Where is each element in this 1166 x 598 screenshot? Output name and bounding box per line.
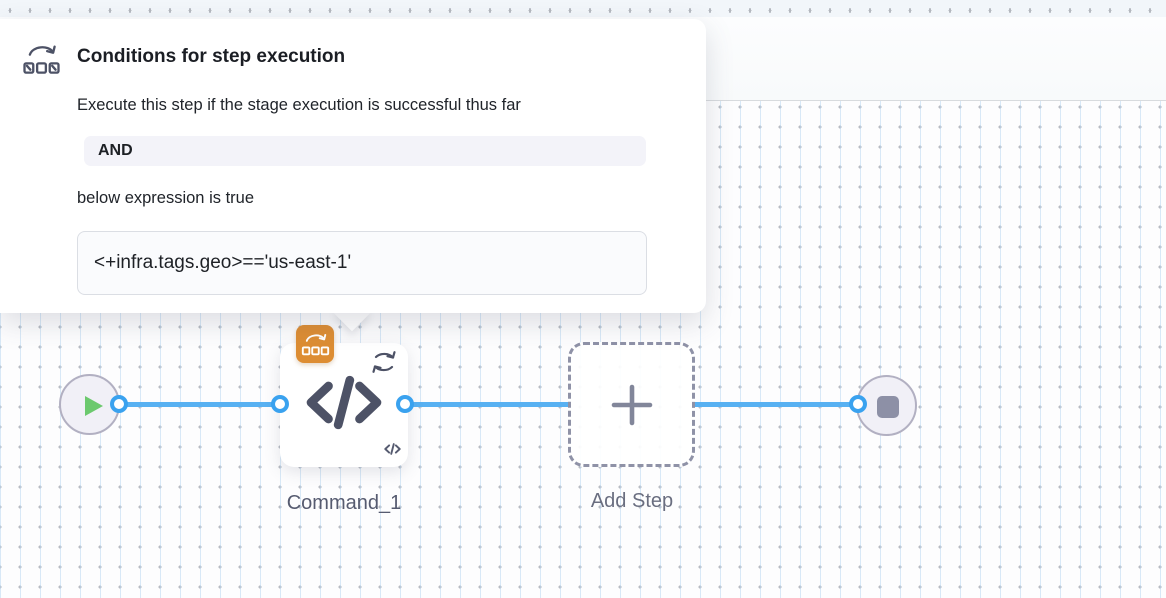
top-dotted-strip	[0, 0, 1166, 17]
connector-line	[119, 402, 280, 407]
popover-description: Execute this step if the stage execution…	[77, 96, 521, 114]
condition-icon	[301, 333, 329, 355]
expression-value: <+infra.tags.geo>=='us-east-1'	[77, 231, 647, 295]
port-step-in[interactable]	[271, 395, 289, 413]
pipeline-start-node	[59, 374, 120, 435]
connector-line	[695, 402, 858, 407]
port-end-in[interactable]	[849, 395, 867, 413]
add-step-button[interactable]	[568, 342, 695, 467]
conditions-popover: Conditions for step execution Execute th…	[0, 19, 706, 313]
operator-chip: AND	[84, 136, 646, 166]
code-small-icon	[384, 442, 401, 461]
step-label-command: Command_1	[286, 492, 402, 514]
expression-label: below expression is true	[77, 189, 255, 207]
code-icon	[305, 371, 383, 440]
popover-title: Conditions for step execution	[77, 46, 346, 67]
port-step-out[interactable]	[396, 395, 414, 413]
connector-line	[405, 402, 568, 407]
conditional-execution-badge[interactable]	[296, 325, 334, 363]
play-icon	[85, 396, 103, 416]
add-step-label: Add Step	[590, 490, 674, 512]
step-card-command[interactable]	[280, 343, 408, 467]
condition-icon	[22, 43, 61, 81]
port-start-out[interactable]	[110, 395, 128, 413]
plus-icon	[611, 384, 652, 425]
stop-icon	[877, 396, 899, 418]
loop-strategy-icon[interactable]	[367, 349, 401, 380]
